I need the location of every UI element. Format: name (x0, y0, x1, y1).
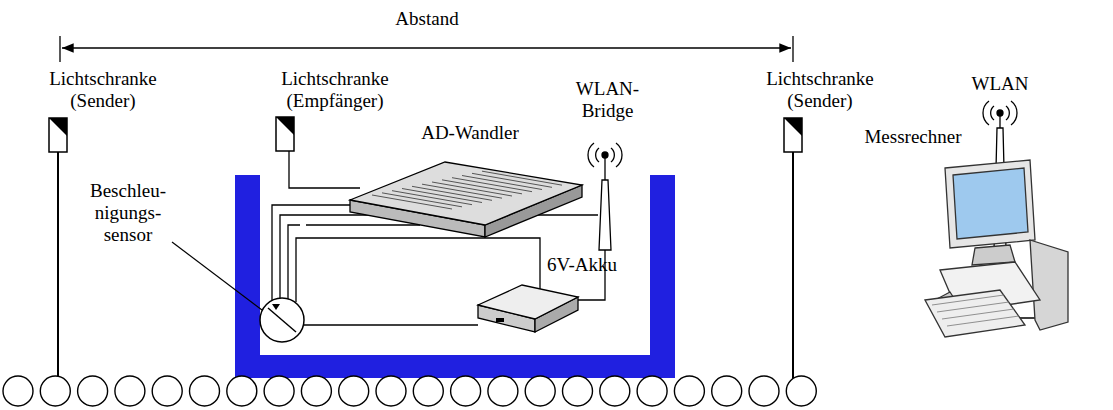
dimension-label: Abstand (372, 8, 482, 30)
roller (115, 376, 145, 406)
key-row (942, 309, 1014, 319)
roller (3, 376, 33, 406)
pin-row (402, 189, 482, 203)
ad-converter (350, 162, 582, 237)
roller (674, 376, 704, 406)
roller (563, 376, 593, 406)
part-label: Messrechner (843, 126, 983, 148)
acceleration-sensor (172, 242, 304, 342)
pin-row (372, 195, 452, 209)
part-label: Lichtschranke (Empfänger) (265, 68, 405, 112)
pin-row (452, 178, 532, 192)
roller (339, 376, 369, 406)
roller (600, 376, 630, 406)
carrier-frame (235, 175, 675, 378)
roller (451, 376, 481, 406)
roller (786, 376, 816, 406)
pin-row (442, 180, 522, 194)
key-row (947, 316, 1019, 326)
roller (525, 376, 555, 406)
pin-row (422, 184, 502, 198)
part-label: Lichtschranke (Sender) (755, 68, 885, 112)
part-label: WLAN (955, 73, 1045, 95)
part-label: 6V-Akku (532, 254, 632, 276)
light-barrier-sender (49, 118, 67, 386)
pin-row (462, 176, 542, 190)
part-label: AD-Wandler (400, 122, 540, 144)
roller (637, 376, 667, 406)
key-row (937, 302, 1009, 312)
roller (712, 376, 742, 406)
roller (190, 376, 220, 406)
wlan-bridge (588, 143, 622, 250)
pin-row (482, 171, 562, 185)
roller (488, 376, 518, 406)
roller (264, 376, 294, 406)
pin-row (382, 193, 462, 207)
light-barrier-receiver (276, 117, 360, 188)
roller (301, 376, 331, 406)
pin-row (392, 191, 472, 205)
roller (40, 376, 70, 406)
roller (376, 376, 406, 406)
pin-row (412, 186, 492, 200)
roller (78, 376, 108, 406)
roller (749, 376, 779, 406)
conveyor-rollers (3, 376, 816, 406)
light-barrier-sender (784, 118, 802, 386)
battery (478, 285, 578, 332)
key-row (932, 295, 1004, 305)
pin-row (472, 173, 552, 187)
roller (413, 376, 443, 406)
roller (152, 376, 182, 406)
part-label: Beschleu- nigungs- sensor (78, 180, 178, 246)
measurement-computer (925, 160, 1068, 337)
dimension-line (60, 36, 793, 62)
part-label: WLAN- Bridge (565, 78, 650, 122)
part-label: Lichtschranke (Sender) (38, 68, 168, 112)
pin-row (432, 182, 512, 196)
roller (227, 376, 257, 406)
